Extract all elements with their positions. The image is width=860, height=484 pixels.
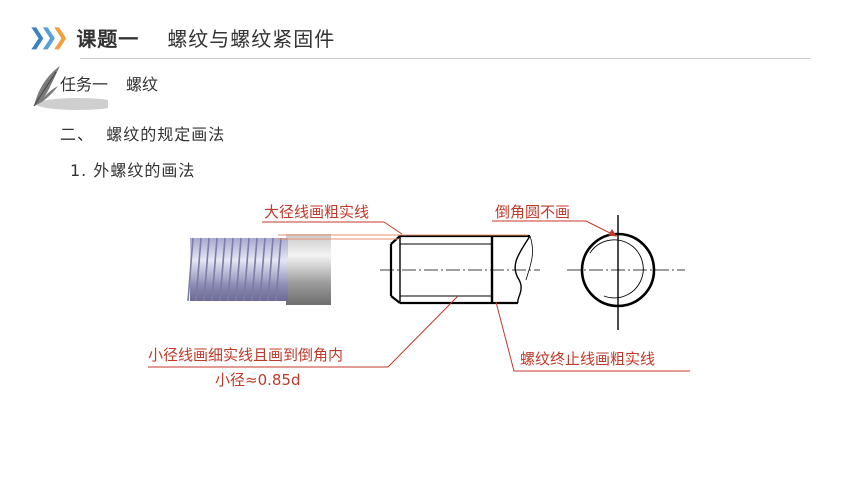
screw-illustration: [187, 234, 331, 305]
label-minor-diameter: 小径线画细实线且画到倒角内: [148, 346, 344, 364]
task-heading: 任务一螺纹: [60, 71, 158, 95]
feather-pen-icon: [33, 66, 108, 110]
annotation-leaders: [148, 220, 690, 372]
topic-title: 螺纹与螺纹紧固件: [167, 26, 336, 51]
label-thread-end: 螺纹终止线画粗实线: [520, 350, 656, 368]
task-name: 螺纹: [126, 75, 159, 94]
section-number: 二、: [60, 125, 95, 144]
section-heading: 二、 螺纹的规定画法: [60, 121, 225, 145]
label-chamfer-circle: 倒角圆不画: [495, 203, 571, 221]
label-major-diameter: 大径线画粗实线: [264, 203, 370, 221]
lesson-title: 课题一: [76, 26, 140, 51]
minor-diameter-formula: 小径≈0.85d: [215, 371, 301, 389]
subsection-heading: 1. 外螺纹的画法: [70, 157, 195, 181]
subsection-number: 1.: [70, 161, 88, 180]
end-view: [567, 215, 685, 330]
subsection-title: 外螺纹的画法: [93, 161, 196, 180]
header-divider: [80, 58, 810, 59]
title-row: ❯❯❯ 课题一 螺纹与螺纹紧固件: [28, 20, 335, 54]
side-view: [380, 234, 540, 305]
task-label: 任务一: [60, 75, 109, 94]
section-title: 螺纹的规定画法: [106, 125, 226, 144]
